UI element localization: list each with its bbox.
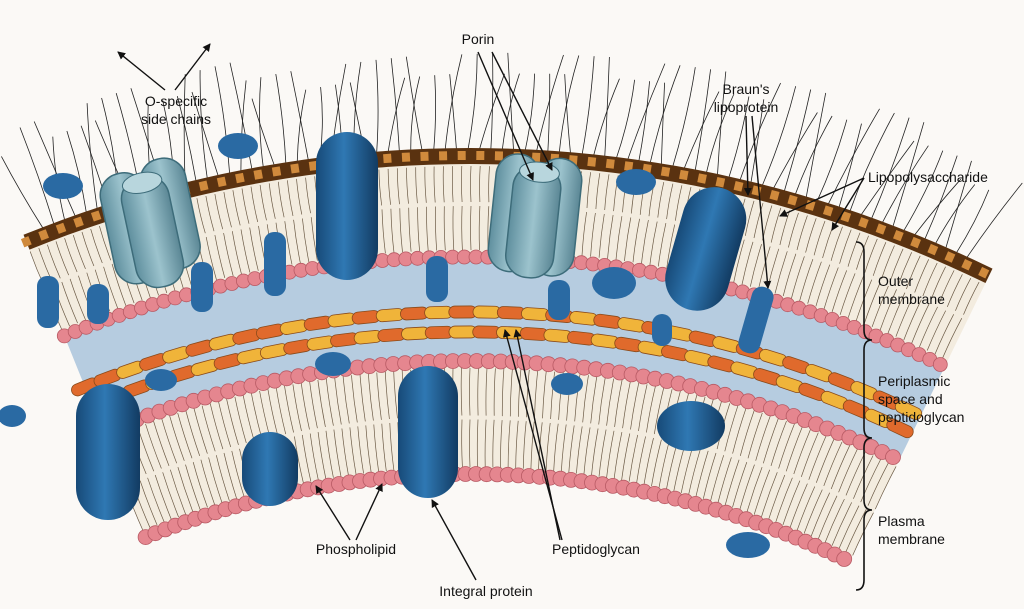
- membrane-proteins: [0, 132, 774, 558]
- porin-right: [487, 153, 583, 279]
- brauns-lipoprotein: [191, 262, 213, 312]
- label-porin: Porin: [462, 31, 495, 47]
- brauns-lipoprotein: [738, 286, 774, 354]
- label-plasma-membrane: membrane: [878, 531, 945, 547]
- brauns-lipoprotein: [264, 232, 286, 296]
- lps-cap-protein: [616, 169, 656, 195]
- label-peptidoglycan-side: peptidoglycan: [878, 409, 964, 425]
- peripheral-protein: [592, 267, 636, 299]
- peripheral-protein: [551, 373, 583, 395]
- outer-membrane-bilayer: [24, 150, 992, 368]
- label-plasma: Plasma: [878, 513, 925, 529]
- label-integral-protein: Integral protein: [439, 583, 532, 599]
- label-side-chains: side chains: [141, 111, 211, 127]
- peripheral-protein: [726, 532, 770, 558]
- porin-left: [99, 157, 201, 289]
- lps-cap-protein: [218, 133, 258, 159]
- outer-membrane-protein: [316, 132, 378, 280]
- label-o-specific: O-specific: [145, 93, 207, 109]
- peptidoglycan-layer: [71, 305, 923, 439]
- layer-brackets: [855, 241, 873, 591]
- label-lipoprotein: lipoprotein: [714, 99, 779, 115]
- peripheral-protein: [242, 432, 298, 506]
- brauns-lipoprotein: [426, 256, 448, 302]
- label-peptidoglycan: Peptidoglycan: [552, 541, 640, 557]
- integral-protein: [76, 384, 140, 520]
- peripheral-protein: [657, 401, 725, 451]
- integral-protein: [398, 366, 458, 498]
- peripheral-protein: [0, 405, 26, 427]
- peripheral-protein: [145, 369, 177, 391]
- label-lipopolysaccharide: Lipopolysaccharide: [868, 169, 988, 185]
- brauns-lipoprotein: [652, 314, 672, 346]
- peripheral-protein: [315, 352, 351, 376]
- brauns-lipoprotein: [548, 280, 570, 320]
- lps-cap-protein: [43, 173, 83, 199]
- label-phospholipid: Phospholipid: [316, 541, 396, 557]
- outer-membrane-protein: [665, 187, 747, 311]
- brauns-lipoprotein: [87, 284, 109, 324]
- label-outer: Outer: [878, 273, 913, 289]
- brauns-lipoprotein: [37, 276, 59, 328]
- label-brauns: Braun's: [722, 81, 769, 97]
- label-periplasmic: Periplasmic: [878, 373, 950, 389]
- leader-lines: [117, 43, 865, 581]
- label-outer-membrane: membrane: [878, 291, 945, 307]
- labels: O-specific side chains Porin Braun's lip…: [141, 31, 988, 599]
- label-space-and: space and: [878, 391, 943, 407]
